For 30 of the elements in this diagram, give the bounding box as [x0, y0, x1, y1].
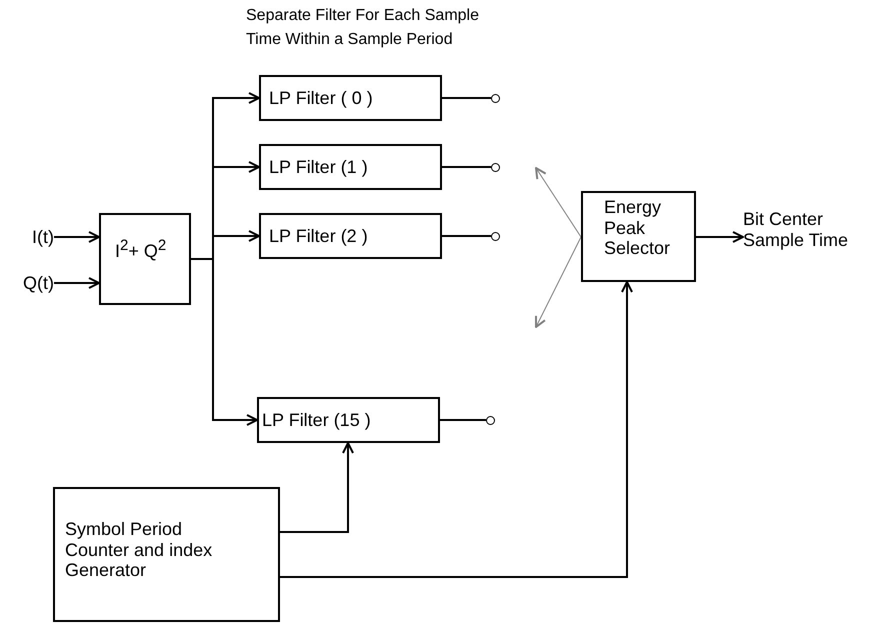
arrow: [535, 236, 582, 328]
terminal-circle: [491, 232, 500, 241]
block-text: LP Filter (15 ): [262, 410, 372, 431]
arrow: [696, 231, 744, 243]
input-label: Q(t): [22, 273, 54, 294]
filter-block: [259, 213, 442, 259]
terminal-circle: [491, 94, 500, 103]
squaring-block: [99, 213, 191, 305]
heading-note: Separate Filter For Each Sample Time Within a Sample Period: [246, 6, 480, 50]
counter-block: [53, 487, 280, 622]
block-text: LP Filter (1 ): [269, 157, 369, 178]
arrow: [280, 281, 633, 578]
arrow: [54, 231, 100, 243]
arrow: [191, 258, 258, 426]
block-text: I$^{2}$+ Q$^{2}$: [115, 237, 168, 262]
block-text: LP Filter ( 0 ): [269, 88, 374, 109]
block-text: Energy Peak Selector: [604, 197, 672, 260]
selector-block: [581, 191, 696, 282]
terminal-circle: [491, 163, 500, 172]
block-text: LP Filter (2 ): [269, 226, 369, 247]
terminal-circle: [486, 416, 495, 425]
output-label: Bit Center Sample Time: [743, 209, 850, 250]
filter-block: [259, 75, 442, 121]
block-text: Symbol Period Counter and index Generator: [65, 519, 214, 582]
arrow: [280, 442, 354, 533]
filter-block: [257, 397, 440, 443]
arrow: [535, 167, 582, 238]
filter-block: [259, 144, 442, 190]
input-label: I(t): [31, 227, 54, 248]
arrow: [54, 277, 100, 289]
